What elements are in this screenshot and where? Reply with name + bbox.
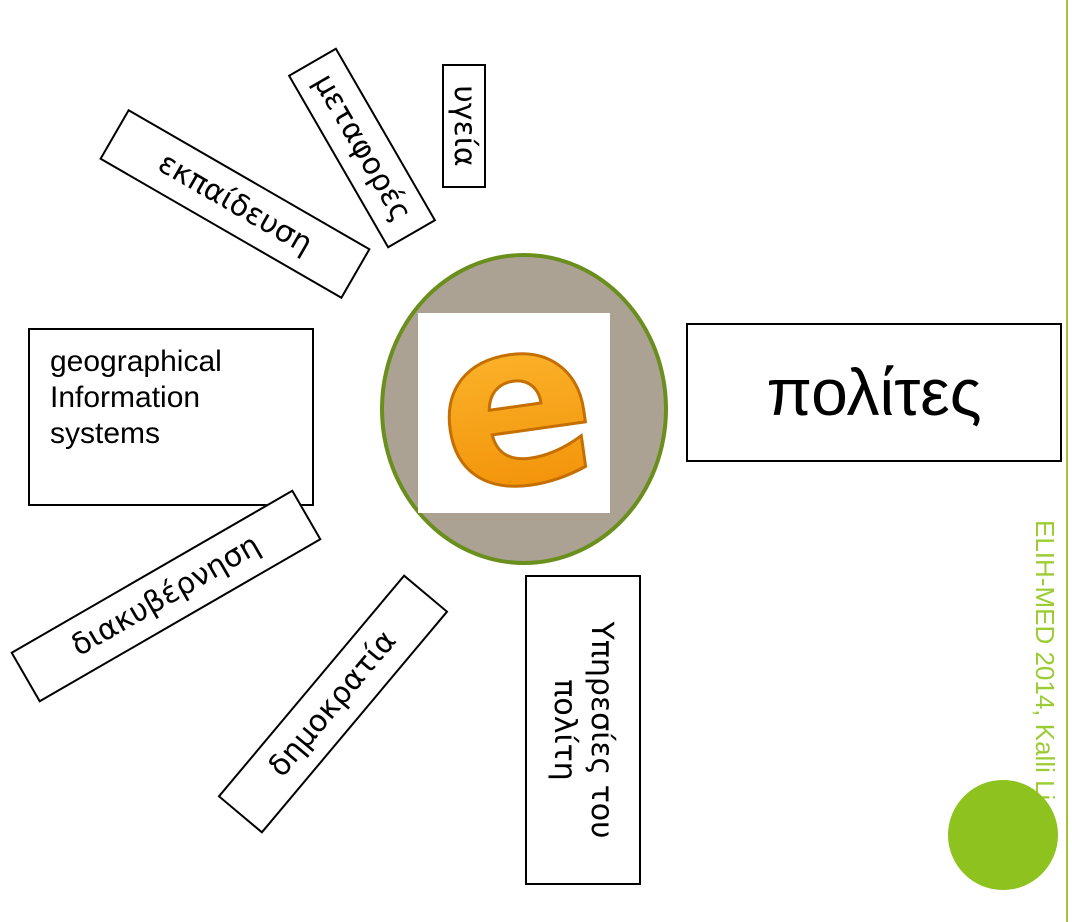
- node-governance: διακυβέρνηση: [10, 489, 322, 703]
- node-democracy-label: δημοκρατία: [261, 623, 404, 784]
- node-governance-label: διακυβέρνηση: [65, 527, 266, 664]
- node-health: υγεία: [442, 64, 486, 188]
- e-logo-letter: e: [420, 313, 610, 513]
- node-democracy: δημοκρατία: [217, 574, 449, 834]
- e-logo-icon: e: [418, 313, 610, 513]
- node-education-label: εκπαίδευση: [152, 145, 319, 262]
- node-citizens-label: πολίτες: [766, 354, 982, 429]
- footer-credit: ELIH-MED 2014, Kalli Li: [1030, 520, 1060, 801]
- node-citizen-services: Υπηρεσίες του πολίτη: [525, 575, 641, 885]
- accent-circle: [948, 780, 1058, 890]
- node-gis: geographical Information systems: [28, 328, 314, 506]
- edge-divider: [1066, 0, 1068, 922]
- node-citizens: πολίτες: [686, 323, 1062, 462]
- node-health-label: υγεία: [447, 85, 483, 167]
- e-logo-glyph: e: [418, 313, 610, 513]
- node-transport-label: μεταφορές: [306, 67, 419, 228]
